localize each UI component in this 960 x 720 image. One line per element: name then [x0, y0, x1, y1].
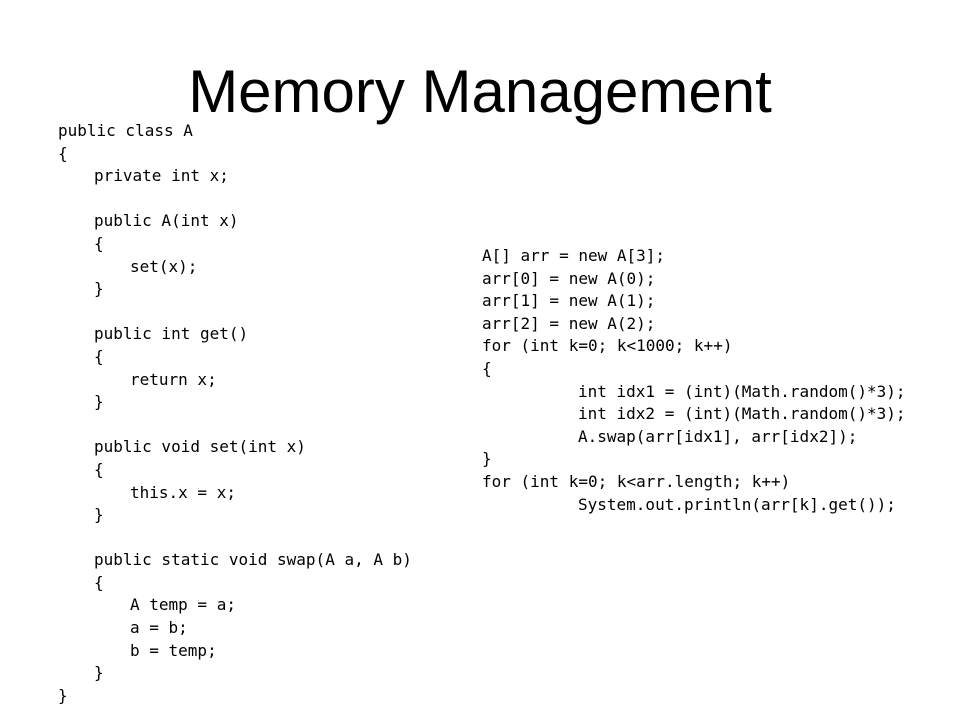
code-line: a = b; [130, 618, 188, 638]
code-line: this.x = x; [130, 482, 236, 502]
code-line: { [94, 459, 104, 479]
class-a-code-block: public class A { private int x; public A(in… [58, 120, 412, 707]
code-line: public int get() [94, 324, 249, 344]
code-line: b = temp; [130, 640, 217, 660]
code-line: arr[2] = new A(2); [482, 313, 656, 333]
code-line [58, 301, 412, 324]
code-line: int idx2 = (int)(Math.random()*3); [578, 404, 906, 424]
slide-title: Memory Management [188, 58, 772, 125]
code-line: return x; [130, 369, 217, 389]
main-code-block: A[] arr = new A[3]; arr[0] = new A(0); arr… [482, 245, 906, 516]
code-line: { [94, 572, 104, 592]
code-line: A.swap(arr[idx1], arr[idx2]); [578, 426, 858, 446]
code-line [58, 414, 412, 437]
code-line: } [94, 505, 104, 525]
code-line: for (int k=0; k<arr.length; k++) [482, 471, 791, 491]
code-line: { [94, 346, 104, 366]
code-line [58, 188, 412, 211]
code-line: } [94, 279, 104, 299]
code-line: private int x; [94, 166, 229, 186]
code-line: { [94, 233, 104, 253]
code-line: public static void swap(A a, A b) [94, 550, 412, 570]
code-line: } [58, 685, 68, 705]
code-line: public class A [58, 121, 193, 140]
code-line: } [482, 449, 492, 469]
code-line: arr[1] = new A(1); [482, 291, 656, 311]
code-line [58, 527, 412, 550]
code-line: public void set(int x) [94, 437, 306, 457]
code-line: { [58, 143, 68, 163]
code-line: arr[0] = new A(0); [482, 268, 656, 288]
code-line: } [94, 663, 104, 683]
code-line: public A(int x) [94, 211, 239, 231]
code-line: int idx1 = (int)(Math.random()*3); [578, 381, 906, 401]
code-line: for (int k=0; k<1000; k++) [482, 336, 733, 356]
code-line: } [94, 392, 104, 412]
code-line: set(x); [130, 256, 198, 276]
code-line: A temp = a; [130, 595, 236, 615]
code-line: System.out.println(arr[k].get()); [578, 494, 896, 514]
code-line: { [482, 358, 492, 378]
code-line: A[] arr = new A[3]; [482, 246, 666, 265]
